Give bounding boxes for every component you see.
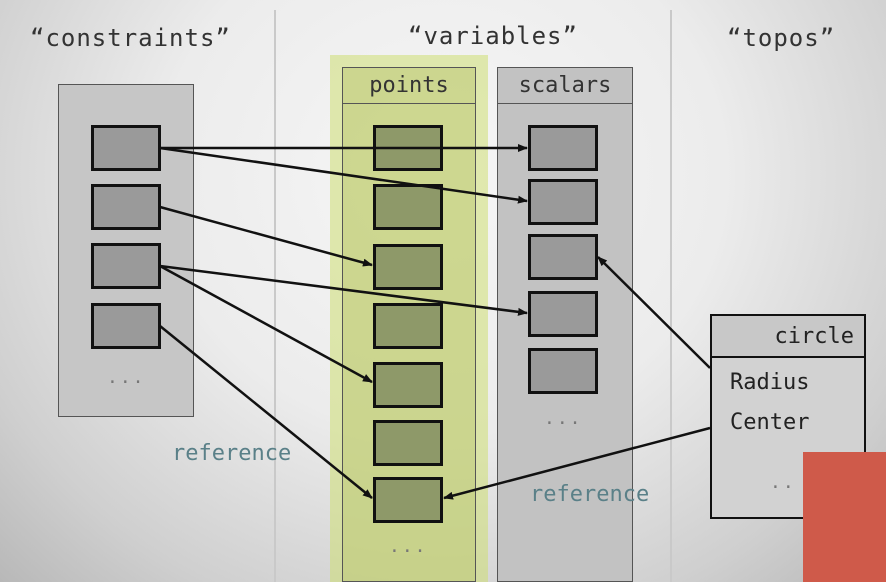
arrow-center-p7 [443,426,711,500]
divider-right [670,10,672,582]
point-cell-4 [373,303,443,349]
points-ellipsis: ... [389,536,428,557]
constraint-cell-1 [91,125,161,171]
point-cell-7 [373,477,443,523]
scalar-cell-1 [528,125,598,171]
topos-field-radius: Radius [730,370,810,395]
topos-ellipsis: .. [770,472,796,493]
heading-variables: “variables” [408,22,578,50]
scalars-column: scalars ... [497,67,633,582]
constraints-ellipsis: ... [107,367,146,388]
arrow-c2-p3 [159,205,373,267]
point-cell-5 [373,362,443,408]
arrow-c4-p7 [159,325,373,499]
points-column-title: points [343,68,475,104]
heading-constraints: “constraints” [30,24,231,52]
divider-left [274,10,276,582]
arrow-c3-s4 [159,264,528,316]
heading-topos: “topos” [727,24,836,52]
reference-label-left: reference [172,441,292,466]
point-cell-3 [373,244,443,290]
topos-field-center: Center [730,410,810,435]
reference-label-right: reference [530,482,650,507]
point-cell-2 [373,184,443,230]
constraint-cell-2 [91,184,161,230]
scalar-cell-5 [528,348,598,394]
point-cell-6 [373,420,443,466]
constraint-cell-4 [91,303,161,349]
arrow-c3-p5 [159,264,373,384]
scalar-cell-4 [528,291,598,337]
topos-circle-title: circle [712,316,864,358]
arrow-radius-s3 [597,256,711,369]
red-block [803,452,886,582]
constraint-cell-3 [91,243,161,289]
scalars-column-title: scalars [498,68,632,104]
constraints-panel: ... [58,84,194,417]
scalar-cell-2 [528,179,598,225]
scalars-ellipsis: ... [544,408,583,429]
arrow-c1-s2 [159,146,528,204]
scalar-cell-3 [528,234,598,280]
